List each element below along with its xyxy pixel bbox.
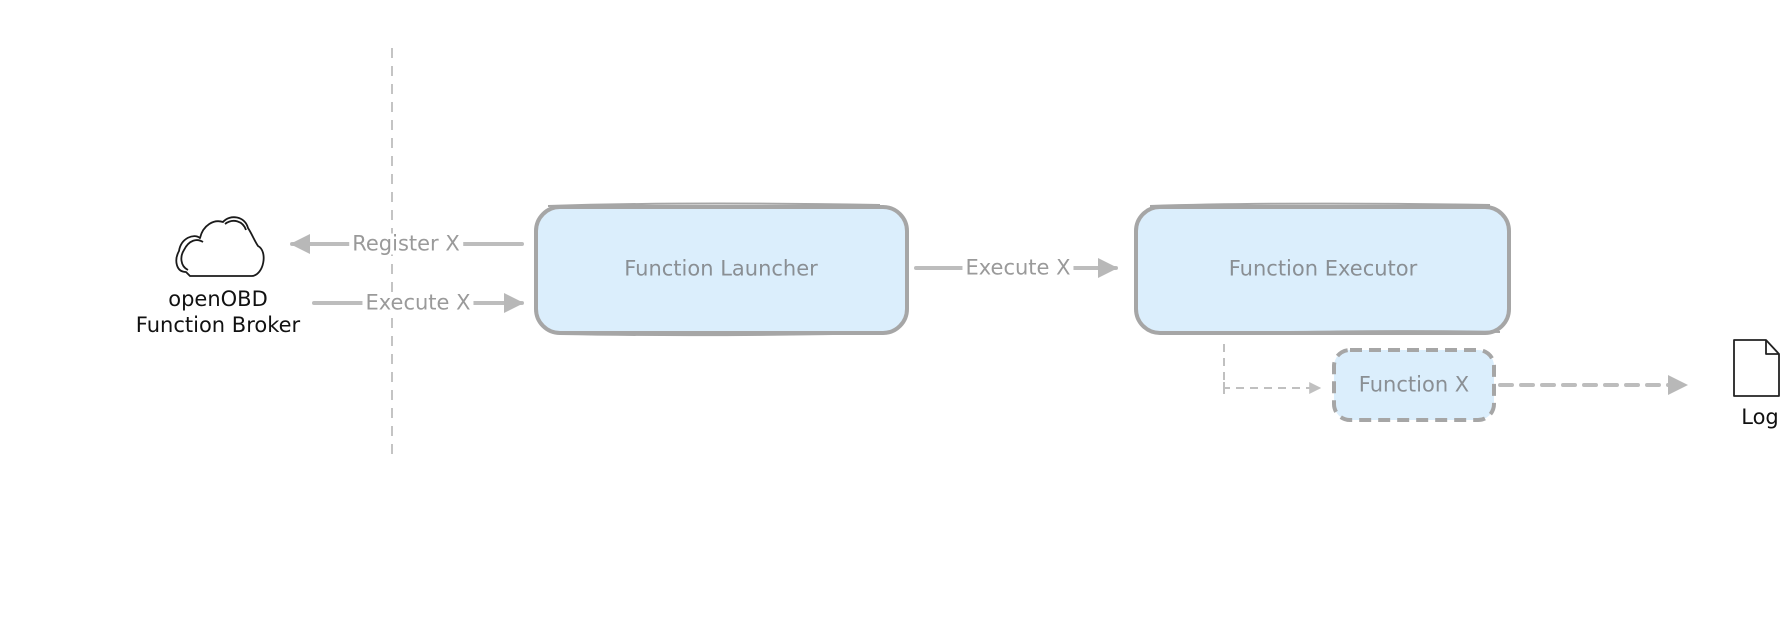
execute-launcher-label: Execute X [962,257,1074,279]
function-x-box[interactable] [1332,348,1496,422]
broker-label-line1: openOBD [168,287,268,311]
broker-label: openOBD Function Broker [118,286,318,339]
cloud-icon [175,216,265,277]
function-launcher-box[interactable] [534,205,909,335]
function-x-label: Function X [1358,372,1470,397]
function-executor-box[interactable] [1134,205,1511,335]
function-executor-label: Function Executor [1228,256,1418,281]
log-label: Log [1741,405,1779,429]
document-icon [1733,339,1780,397]
spawn-connector [1223,344,1322,394]
broker-label-line2: Function Broker [135,313,301,338]
function-launcher-label: Function Launcher [624,256,818,281]
execute-broker-label: Execute X [362,292,474,314]
register-label: Register X [349,233,463,255]
